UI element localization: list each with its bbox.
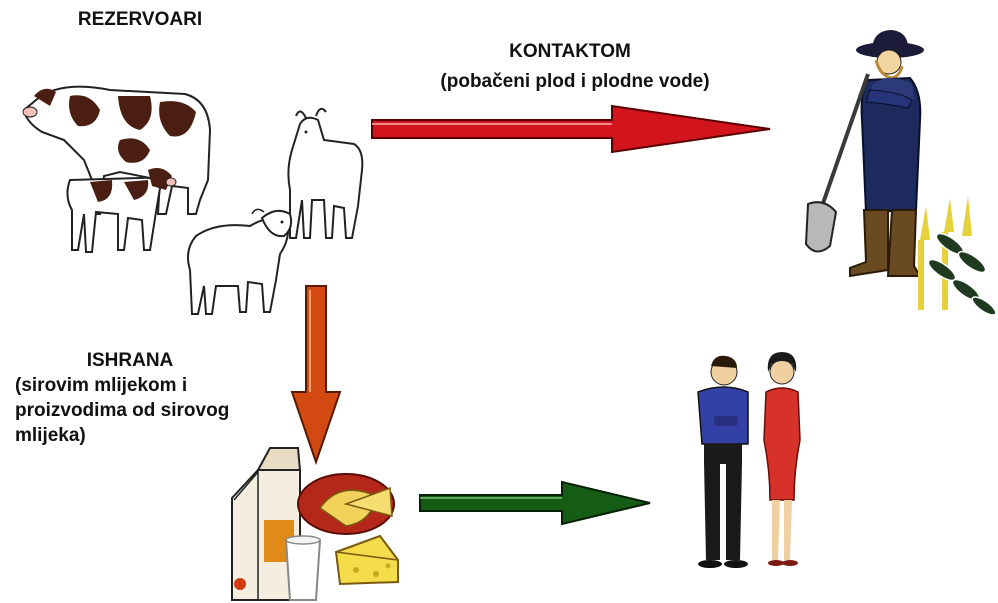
nutrition-arrow <box>292 286 340 462</box>
goat-icon <box>288 109 362 238</box>
consumers-arrow <box>420 482 650 524</box>
farmer-with-shovel-icon <box>806 30 998 318</box>
cheese-wheel-icon <box>298 474 394 534</box>
woman-icon <box>764 352 800 566</box>
cheese-wedge-icon <box>336 536 398 584</box>
contact-arrow <box>372 106 770 152</box>
man-icon <box>698 356 748 568</box>
milk-glass-icon <box>286 536 320 600</box>
sheep-icon <box>188 209 291 314</box>
